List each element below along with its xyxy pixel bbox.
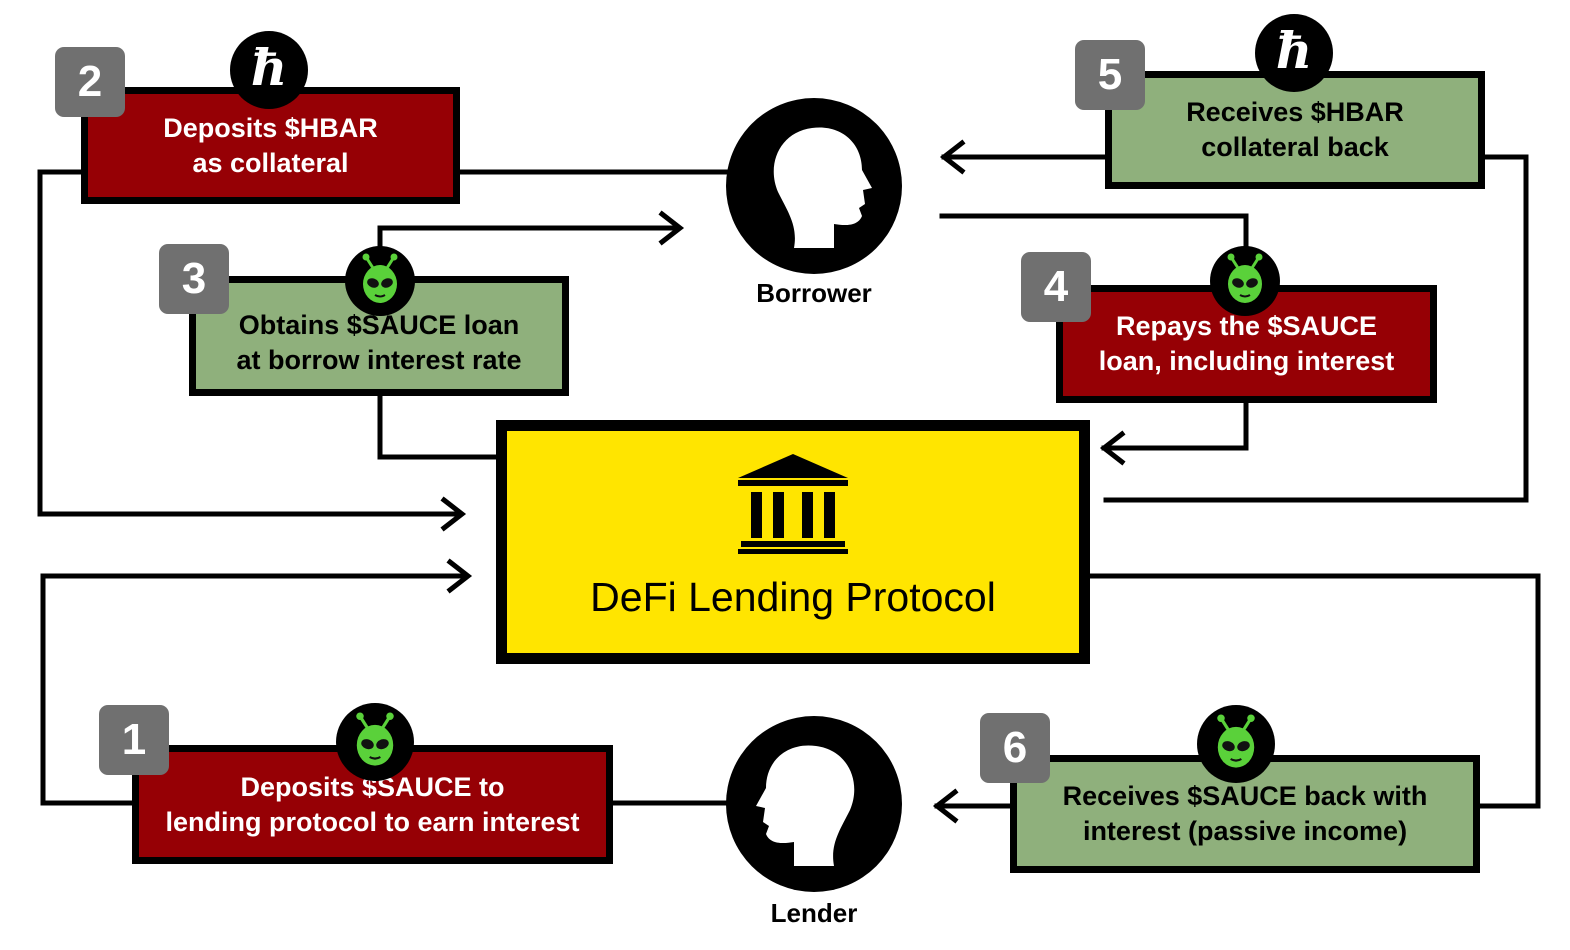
- sauce-alien-icon: [336, 703, 414, 781]
- arrowhead-step-6: [932, 788, 959, 824]
- step-4-line-2: loan, including interest: [1098, 346, 1395, 376]
- flow-line-step-5: [941, 154, 1529, 503]
- hbar-icon: ħ: [230, 31, 308, 109]
- flow-line-step-6: [934, 573, 1541, 809]
- step-4-number-badge: 4: [1021, 252, 1091, 322]
- flow-line-step-1: [40, 573, 733, 806]
- hbar-icon: ħ: [1255, 14, 1333, 92]
- step-2-line-2: as collateral: [192, 147, 349, 178]
- arrowhead-step-1: [446, 558, 473, 594]
- flow-line-step-4: [939, 213, 1249, 451]
- step-5-number-badge: 5: [1075, 40, 1145, 110]
- step-3-line-2: at borrow interest rate: [236, 345, 522, 375]
- arrowhead-step-5: [939, 139, 966, 175]
- arrowhead-step-2: [440, 496, 467, 532]
- step-3-number-badge: 3: [159, 244, 229, 314]
- protocol-title: DeFi Lending Protocol: [590, 574, 996, 620]
- head-profile-right-icon: [773, 127, 872, 248]
- step-5-line-2: collateral back: [1201, 132, 1389, 162]
- head-profile-left-icon: [756, 745, 855, 866]
- step-1-line-2: lending protocol to earn interest: [165, 806, 580, 837]
- step-6-line-1: Receives $SAUCE back with: [1062, 781, 1428, 811]
- sauce-alien-icon: [1210, 246, 1280, 316]
- step-2-number-badge: 2: [55, 47, 125, 117]
- lender-avatar: [726, 716, 902, 892]
- flow-line-step-2: [37, 169, 733, 517]
- step-4-line-1: Repays the $SAUCE: [1115, 311, 1378, 341]
- step-6-number-badge: 6: [980, 713, 1050, 783]
- lender-label: Lender: [770, 898, 858, 928]
- sauce-alien-icon: [345, 246, 415, 316]
- step-5-line-1: Receives $HBAR: [1186, 97, 1404, 127]
- step-2-line-1: Deposits $HBAR: [163, 112, 378, 143]
- arrowhead-step-3: [658, 210, 685, 246]
- borrower-avatar: [726, 98, 902, 274]
- bank-icon: [738, 454, 848, 554]
- sauce-alien-icon: [1197, 705, 1275, 783]
- defi-lending-protocol-box: DeFi Lending Protocol: [496, 420, 1090, 664]
- step-6-line-2: interest (passive income): [1082, 816, 1408, 846]
- arrowhead-step-4: [1099, 430, 1126, 466]
- borrower-label: Borrower: [756, 278, 872, 308]
- step-1-number-badge: 1: [99, 705, 169, 775]
